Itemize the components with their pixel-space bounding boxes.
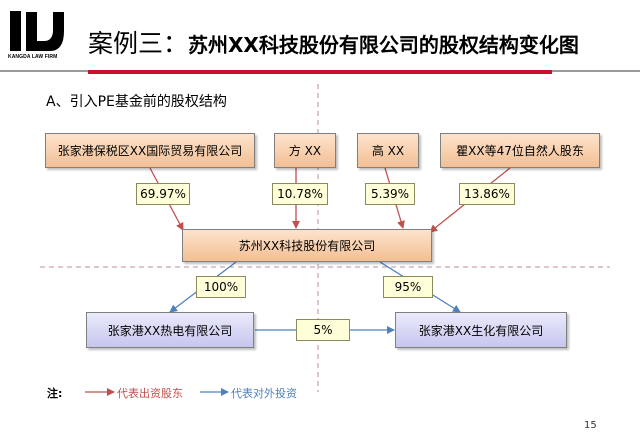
kangda-logo: KANGDA LAW FIRM [8,8,66,64]
page-number: 15 [584,420,597,431]
legend-note: 注: [47,387,63,400]
pct-label-4: 13.86% [459,183,515,205]
legend-investment-label: 代表对外投资 [231,387,297,400]
shareholder-box-3: 高 XX [357,133,419,168]
company-box: 苏州XX科技股份有限公司 [182,229,432,262]
legend-investor-label: 代表出资股东 [117,387,183,400]
pct-label-subsidiary-1: 100% [196,276,246,298]
kangda-logo-mark [10,11,64,51]
pct-label-3: 5.39% [365,183,415,205]
title-company: 苏州XX科技股份有限公司的股权结构变化图 [188,33,579,57]
pct-label-2: 10.78% [272,183,328,205]
subsidiary-box-2: 张家港XX生化有限公司 [395,312,567,348]
page-title: 案例三：苏州XX科技股份有限公司的股权结构变化图 [88,24,579,60]
pct-label-1: 69.97% [136,183,190,205]
section-title: A、引入PE基金前的股权结构 [46,94,227,110]
shareholder-box-1: 张家港保税区XX国际贸易有限公司 [45,133,255,168]
pct-label-cross: 5% [296,319,350,341]
title-rule-red [88,70,552,74]
pct-label-subsidiary-2: 95% [383,276,433,298]
logo-text: KANGDA LAW FIRM [8,54,58,60]
shareholder-box-4: 瞿XX等47位自然人股东 [440,133,600,168]
subsidiary-box-1: 张家港XX热电有限公司 [86,312,254,348]
shareholder-box-2: 方 XX [274,133,336,168]
title-prefix: 案例三： [88,29,189,58]
